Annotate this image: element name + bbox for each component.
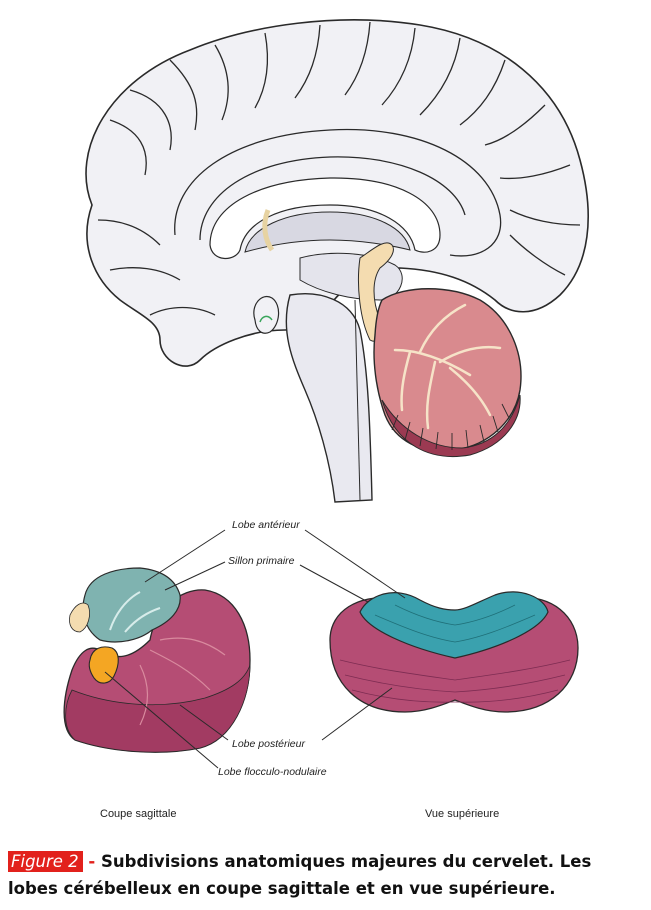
pituitary [253, 296, 280, 334]
leader-posterior-superior [321, 687, 393, 741]
flocculonodular-lobe-sagittal [88, 646, 119, 684]
leader-sillon-superior [299, 564, 369, 603]
leader-posterior-sagittal [179, 704, 229, 741]
label-lobe-flocculo-nodulaire: Lobe flocculo-nodulaire [218, 766, 327, 778]
sagittal-cerebellum [63, 567, 251, 753]
leader-anterior-sagittal [144, 529, 226, 583]
corpus-callosum [209, 177, 441, 259]
caption-dash: - [82, 852, 96, 871]
view-label-sagittal: Coupe sagittale [100, 808, 177, 820]
view-label-superior: Vue supérieure [425, 808, 500, 820]
lateral-ventricle [244, 211, 411, 253]
caption-tag: Figure 2 [8, 851, 83, 872]
anterior-lobe-sagittal [82, 567, 181, 643]
label-sillon-primaire: Sillon primaire [228, 555, 295, 567]
leader-sillon-sagittal [164, 561, 226, 591]
cerebellum-figure: Lobe antérieur Sillon primaire Lobe post… [63, 19, 589, 778]
caption-text: Subdivisions anatomiques majeures du cer… [8, 852, 592, 898]
figure-caption: Figure 2 - Subdivisions anatomiques maje… [8, 848, 644, 902]
label-lobe-posterieur: Lobe postérieur [232, 738, 305, 750]
leader-anterior-superior [304, 529, 406, 599]
superior-cerebellum [329, 591, 579, 713]
brain-sagittal-section [85, 19, 589, 503]
brainstem [285, 293, 373, 503]
fourth-ventricle [358, 242, 394, 342]
label-lobe-anterieur: Lobe antérieur [232, 519, 300, 531]
leader-flocculonodular [104, 671, 219, 769]
